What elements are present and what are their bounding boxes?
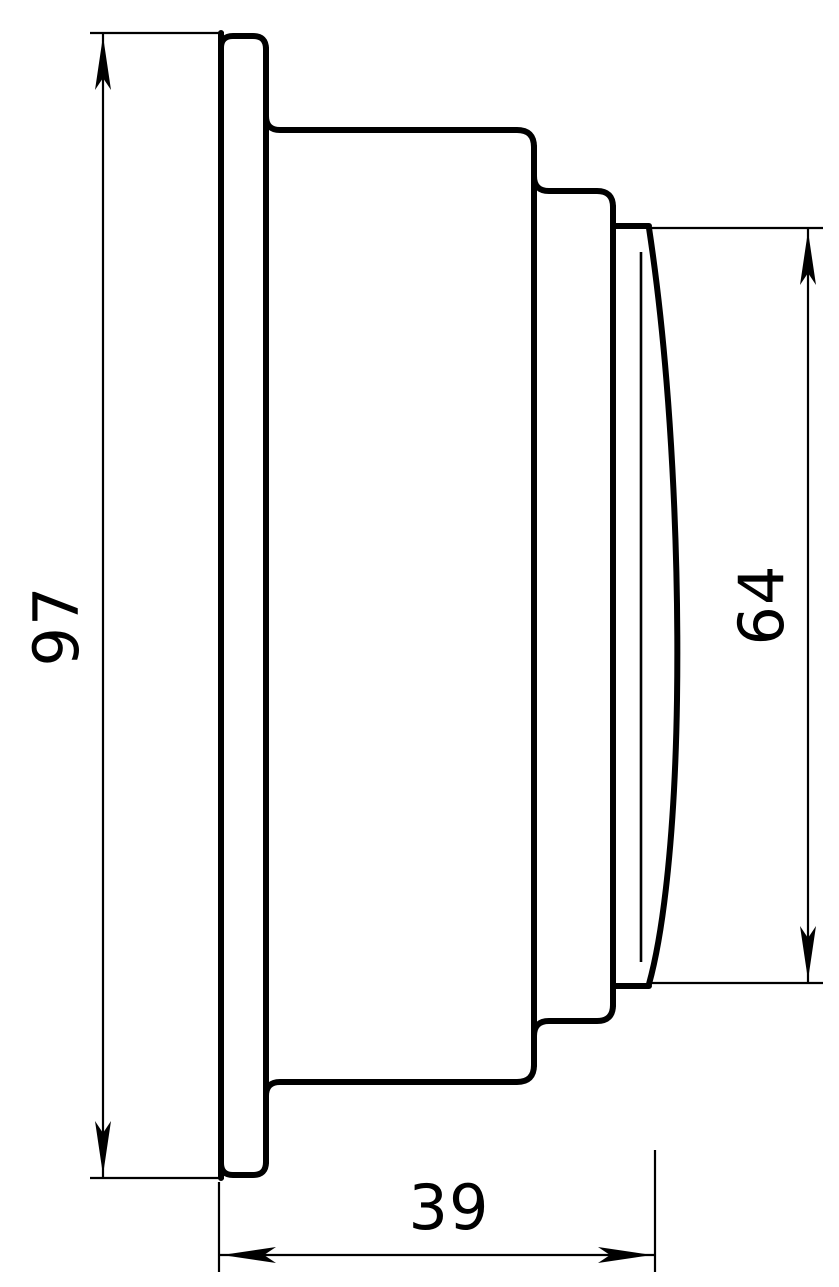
dim-64-value: 64 xyxy=(725,565,798,646)
dimension-97-group: 97 xyxy=(20,31,224,1180)
part-outline-group xyxy=(218,30,681,1181)
dim-64-arrow-top xyxy=(800,231,816,285)
dim-39-arrow-left xyxy=(222,1247,276,1263)
lens-dome-curve xyxy=(646,225,681,987)
dimension-39-group: 39 xyxy=(217,1150,657,1272)
dim-39-value: 39 xyxy=(409,1171,490,1244)
part-body-outline xyxy=(218,30,652,229)
dimension-64-group: 64 xyxy=(648,226,823,985)
dim-39-arrow-right xyxy=(598,1247,652,1263)
part-body-outline-lower xyxy=(218,983,652,1181)
dim-64-arrow-bottom xyxy=(800,926,816,980)
dim-97-value: 97 xyxy=(20,586,93,667)
dim-97-arrow-top xyxy=(95,36,111,90)
dim-97-arrow-bottom xyxy=(95,1121,111,1175)
